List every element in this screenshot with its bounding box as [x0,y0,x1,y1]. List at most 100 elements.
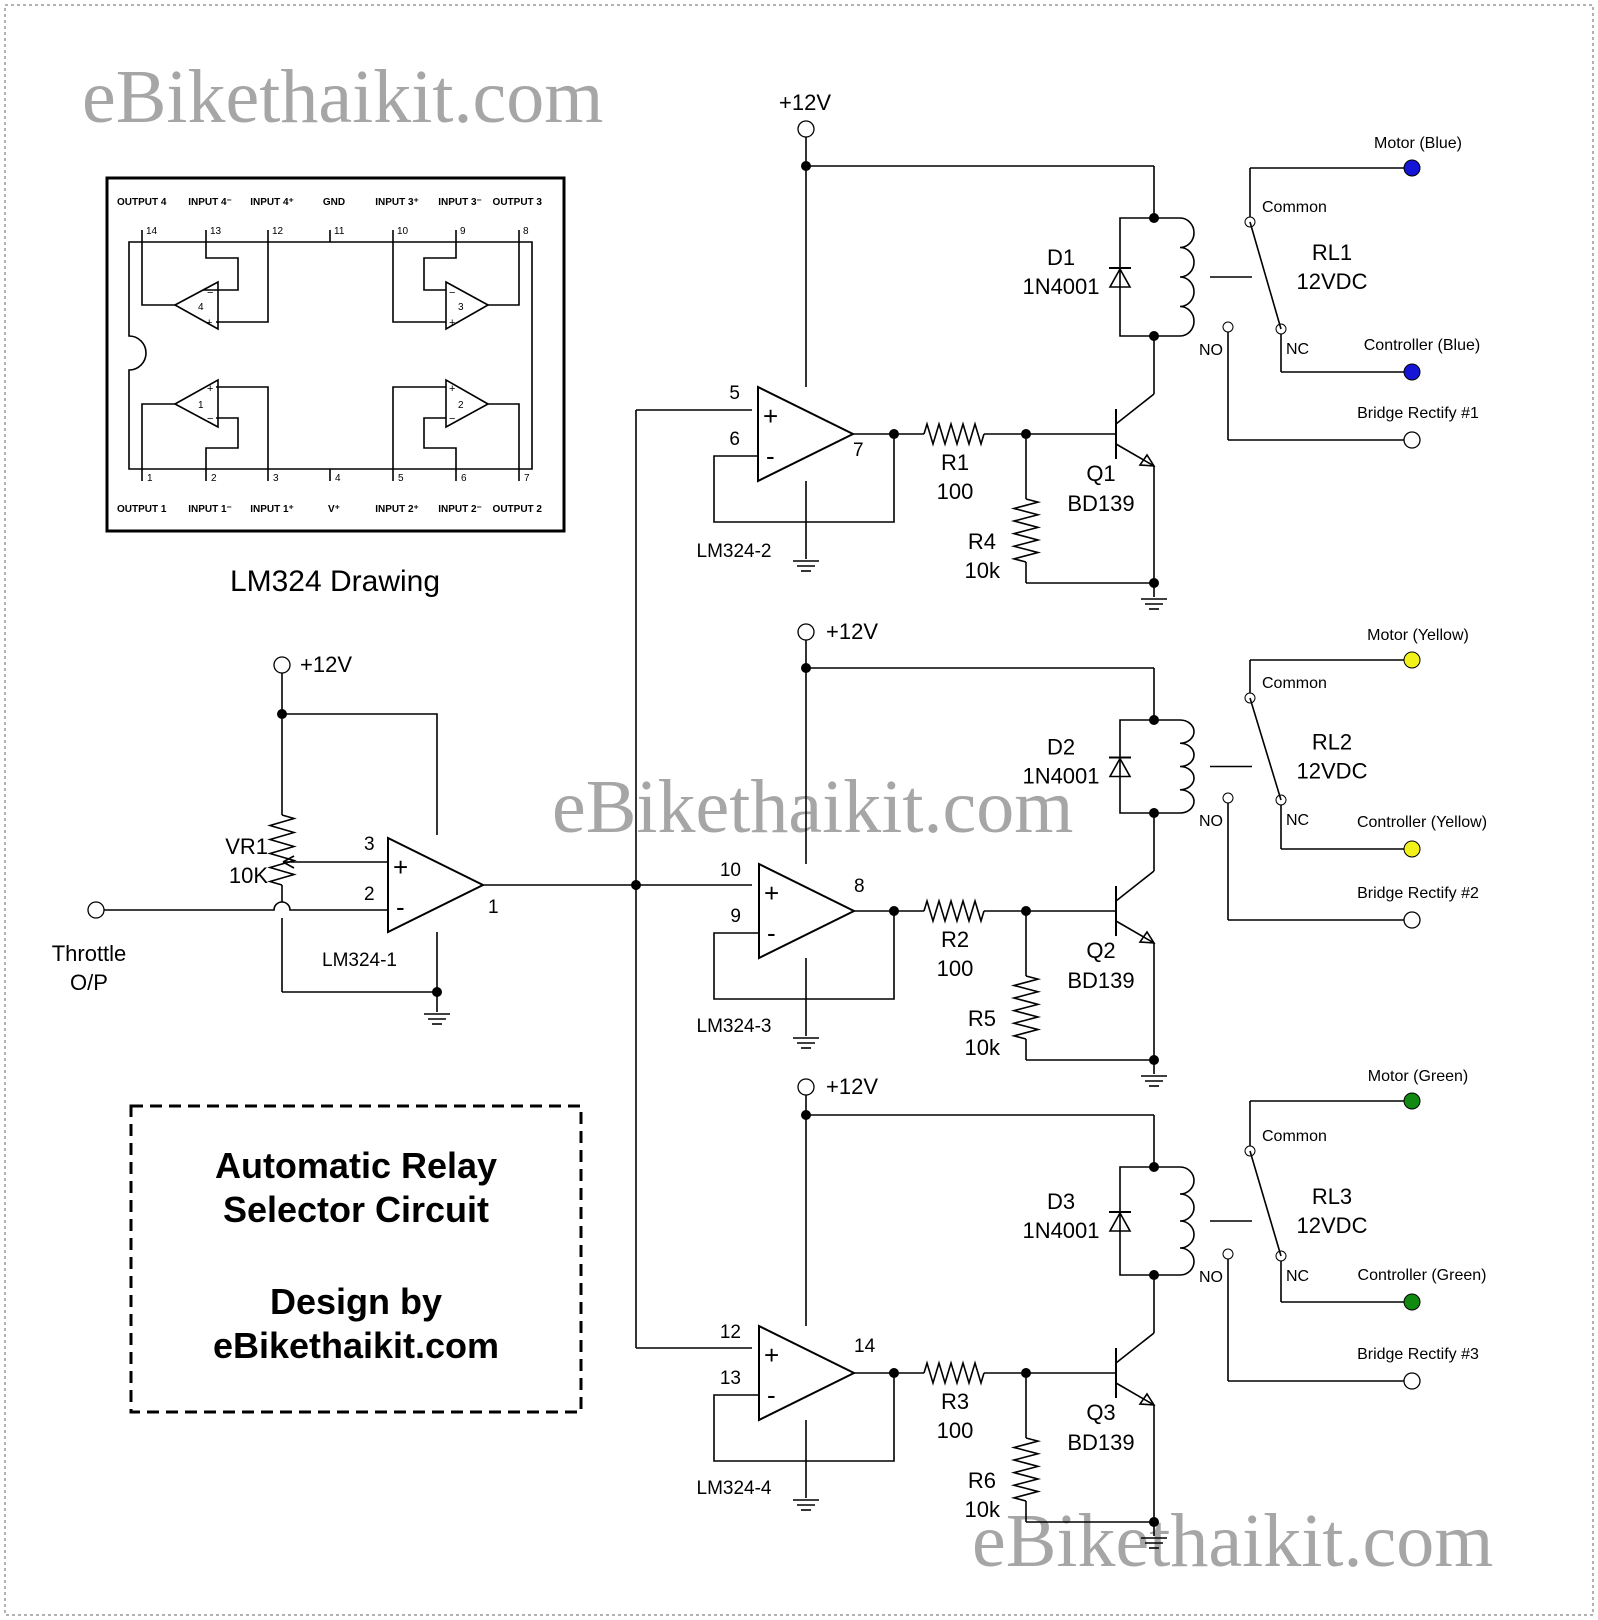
lm324-1-pin-minus: 2 [364,884,375,905]
ic-bottom-pin-name: INPUT 2⁻ [438,504,482,515]
ic-internal-wire [392,386,446,469]
transistor-ground [1141,598,1167,610]
opamp-pin-out: 8 [854,876,865,897]
common-label: Common [1262,675,1327,692]
relay-voltage: 12VDC [1297,269,1368,294]
supply-terminal [797,623,815,641]
opamp-name: LM324-3 [697,1016,772,1037]
ic-bottom-pin-number: 4 [335,473,341,484]
ic-sign: + [449,317,455,329]
opamp-pin-out: 7 [853,440,864,461]
relay-coil [1154,217,1195,337]
vr1-value: 10K [229,863,268,888]
bridge-label: Bridge Rectify #3 [1357,1346,1479,1363]
emitter-arrow [1138,930,1156,944]
bridge-terminal [1403,431,1421,449]
ic-top-pin-number: 10 [397,226,409,237]
pulldown-resistor [1010,498,1042,563]
diode-triangle [1108,267,1132,288]
lm324-1-ground [424,1013,450,1025]
base-resistor-name: R1 [941,450,969,475]
transistor-emitter [1115,443,1155,467]
emitter-arrow [1138,1392,1156,1406]
pulldown-resistor-value: 10k [965,1497,1001,1522]
lm324-1-pin-out: 1 [488,897,499,918]
opamp-triangle [758,862,857,960]
bridge-label: Bridge Rectify #2 [1357,885,1479,902]
supply-label: +12V [779,90,831,115]
no-label: NO [1199,342,1223,359]
diode-wire [1119,1166,1154,1276]
ic-top-pin-number: 9 [460,226,466,237]
ic-bottom-pin-number: 5 [398,473,404,484]
ic-sign: − [449,287,455,299]
opamp-pin-plus: 12 [720,1322,741,1343]
junction-dot [889,429,899,439]
transistor-emitter [1115,920,1155,944]
junction-dot [889,1368,899,1378]
transistor-ground [1141,1537,1167,1549]
relay-voltage: 12VDC [1297,1213,1368,1238]
amp3-number: 3 [458,302,464,313]
ic-sign: − [207,287,213,299]
diode-part: 1N4001 [1022,274,1099,299]
amp4-triangle [173,280,219,331]
diode-part: 1N4001 [1022,764,1099,789]
pulldown-resistor-name: R5 [968,1006,996,1031]
title-box-frame [129,1104,583,1414]
motor-terminal [1403,1092,1421,1110]
ic-sign: + [207,383,213,395]
ic-top-pin-number: 11 [334,226,345,237]
signal-bus [635,409,752,1349]
opamp-name: LM324-2 [697,541,772,562]
ic-body [128,241,533,470]
ic-internal-wire [203,242,239,291]
ic-internal-wire [488,242,520,306]
minus-sign: - [767,918,776,948]
ic-top-pin-name: INPUT 3⁺ [375,197,419,208]
wiper-arrow [282,855,295,869]
pulldown-resistor-name: R6 [968,1468,996,1493]
ic-sign: + [206,317,212,329]
vr1-potentiometer [267,814,297,886]
no-contact [1222,1248,1234,1260]
ic-top-pin-name: INPUT 4⁺ [250,197,294,208]
feedback-wire [713,1373,895,1462]
ic-top-pin-number: 14 [146,226,158,237]
relay-channel-2: +12V+-1098LM324-3R2100R510kQ2BD139D21N40… [697,619,1487,1087]
throttle-label-line2: O/P [70,970,108,995]
nc-label: NC [1286,1268,1309,1285]
relay-channel-1: +12V+-567LM324-2R1100R410kQ1BD139D11N400… [697,90,1480,610]
base-resistor [923,898,985,924]
transistor-collector [1115,1332,1155,1364]
transistor-part: BD139 [1067,491,1134,516]
opamp-ground [793,1037,819,1049]
transistor-name: Q3 [1086,1400,1115,1425]
controller-label: Controller (Blue) [1364,337,1480,354]
ic-internal-wire [216,386,269,469]
motor-terminal [1403,159,1421,177]
opamp-name: LM324-4 [697,1478,772,1499]
ic-bottom-pin-name: INPUT 1⁺ [250,504,294,515]
controller-label: Controller (Yellow) [1357,814,1487,831]
opamp-triangle [387,836,486,934]
relay-channel-3: +12V+-121314LM324-4R3100R610kQ3BD139D31N… [697,1068,1487,1549]
transistor-emitter [1115,1382,1155,1406]
pulldown-resistor [1010,1437,1042,1502]
motor-label: Motor (Yellow) [1367,627,1469,644]
controller-label: Controller (Green) [1358,1267,1487,1284]
ic-top-pin-name: INPUT 4⁻ [188,197,232,208]
npn-transistor [1115,1275,1156,1522]
ic-sign: − [449,413,455,425]
throttle-label-line1: Throttle [52,941,127,966]
ic-top-pin-number: 12 [272,226,284,237]
ic-top-pin-number: 8 [523,226,529,237]
common-label: Common [1262,199,1327,216]
ic-bottom-pin-number: 1 [147,473,153,484]
page-border [4,4,1594,1616]
motor-label: Motor (Blue) [1374,135,1462,152]
amp2-triangle [445,378,490,429]
motor-terminal [1403,651,1421,669]
